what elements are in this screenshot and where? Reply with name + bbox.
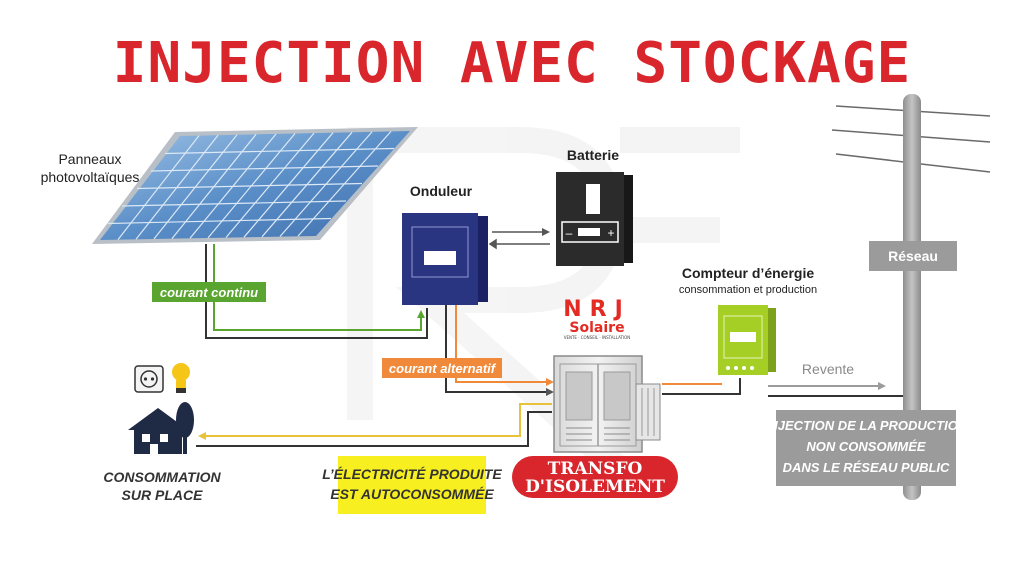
self-consumption-line1: L’ÉLECTRICITÉ PRODUITE [322,466,502,482]
transfo-meter-line [662,378,741,395]
consumption-line [196,403,552,447]
house-icon [128,402,194,454]
battery-minus: – [566,226,573,240]
consumption-label-line1: CONSOMMATION [103,469,221,485]
energy-meter-icon [718,305,776,375]
socket-icon [134,365,164,393]
injection-caption-line3: DANS LE RÉSEAU PUBLIC [783,460,950,475]
light-bulb-icon [172,363,190,393]
solar-panel-icon [92,127,418,244]
ac-current-label: courant alternatif [389,361,497,376]
transformer-icon [553,355,661,453]
utility-pole-icon [831,94,991,500]
self-consumption-box [338,456,486,514]
resale-label: Revente [802,361,854,377]
ac-current-tag [382,358,502,378]
grid-tag [869,241,957,271]
transfo-label-line2: D'ISOLEMENT [525,477,665,497]
battery-plus: + [607,226,614,240]
injection-caption-line1: INJECTION DE LA PRODUCTION [765,418,968,433]
nrj-solaire-logo: NRJ Solaire VENTE · CONSEIL · INSTALLATI… [563,297,631,340]
battery-icon [556,172,633,266]
grid-label: Réseau [888,248,938,264]
page-title: INJECTION AVEC STOCKAGE [113,31,911,96]
transfo-label-line1: TRANSFO [548,459,643,479]
inverter-label: Onduleur [410,183,473,199]
battery-label: Batterie [567,147,619,163]
injection-caption-line2: NON CONSOMMÉE [806,439,926,454]
svg-text:VENTE · CONSEIL · INSTALLATION: VENTE · CONSEIL · INSTALLATION [564,335,631,340]
svg-text:Solaire: Solaire [569,320,624,336]
meter-label-line1: Compteur d’énergie [682,265,814,281]
meter-label-line2: consommation et production [679,284,817,296]
injection-caption-box [776,410,956,486]
self-consumption-line2: EST AUTOCONSOMMÉE [330,486,494,502]
svg-text:NRJ: NRJ [563,297,631,322]
inverter-icon [402,213,488,305]
panels-label-line1: Panneaux [58,151,121,167]
dc-current-tag [152,282,266,302]
panels-label-line2: photovoltaïques [41,169,140,185]
resale-line [768,382,906,397]
inverter-battery-arrows [488,228,550,250]
transfo-badge [512,456,678,498]
dc-current-label: courant continu [160,285,258,300]
ac-current-line [445,305,554,396]
consumption-label-line2: SUR PLACE [122,487,204,503]
